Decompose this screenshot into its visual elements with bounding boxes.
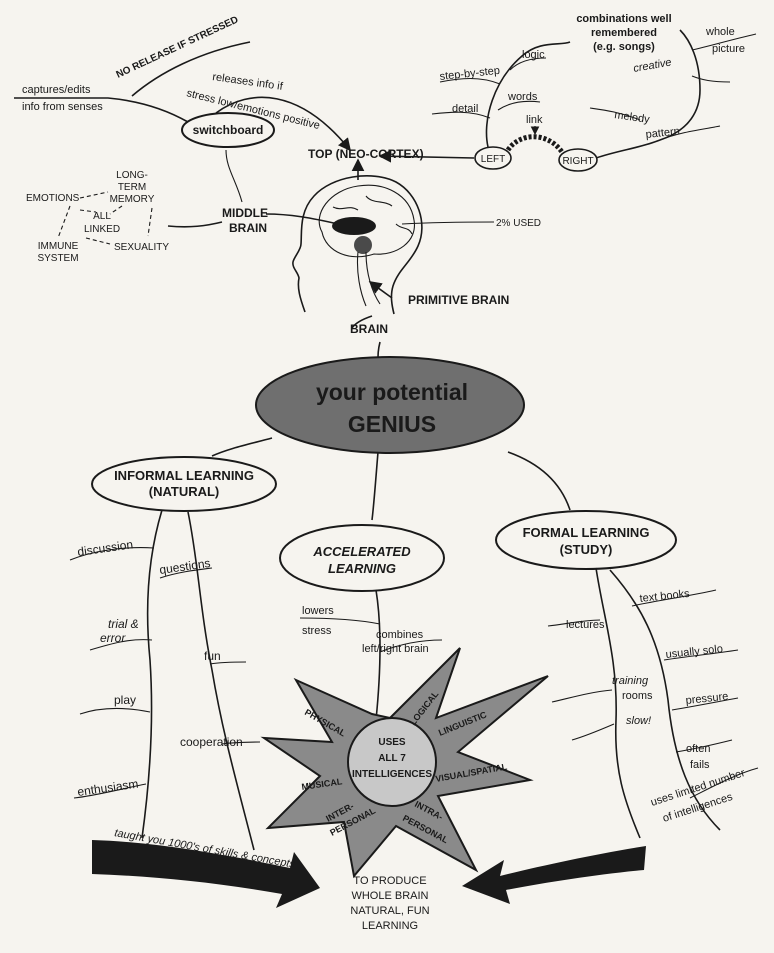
svg-text:remembered: remembered: [591, 27, 657, 39]
captures-label: captures/edits: [22, 84, 91, 96]
long-term-memory-label: LONG-: [116, 170, 148, 181]
center-subtitle: GENIUS: [348, 411, 436, 437]
svg-text:LEARNING: LEARNING: [328, 561, 396, 576]
emotions-label: EMOTIONS: [26, 193, 80, 204]
informal-learning-bubble: [91, 456, 277, 512]
informal-item: play: [114, 693, 136, 707]
result-label: TO PRODUCE WHOLE BRAIN NATURAL, FUN LEAR…: [350, 875, 429, 932]
combinations-label: combinations well: [576, 13, 671, 25]
accelerated-learning-branch: ACCELERATED LEARNING lowers stress combi…: [279, 451, 445, 721]
svg-text:SYSTEM: SYSTEM: [37, 253, 78, 264]
left-hemisphere-bubble: [474, 146, 512, 170]
formal-learning-title: FORMAL LEARNING: [523, 525, 650, 540]
melody-label: melody: [614, 109, 651, 126]
informal-learning-title: INFORMAL LEARNING: [114, 468, 254, 483]
svg-text:error: error: [100, 631, 126, 645]
svg-text:LINKED: LINKED: [84, 224, 120, 235]
svg-text:stress: stress: [302, 625, 332, 637]
svg-text:(STUDY): (STUDY): [560, 542, 613, 557]
step-by-step-label: step-by-step: [439, 65, 500, 83]
informal-item: enthusiasm: [76, 777, 139, 799]
primitive-brain-label: PRIMITIVE BRAIN: [408, 293, 509, 307]
svg-text:BRAIN: BRAIN: [229, 221, 267, 235]
center-title: your potential: [316, 379, 468, 405]
formal-item: training: [612, 675, 649, 687]
svg-text:TERM: TERM: [118, 182, 146, 193]
right-hemisphere-bubble: [558, 148, 598, 172]
informal-learning-branch: INFORMAL LEARNING (NATURAL) discussion q…: [69, 437, 320, 908]
neocortex-label: TOP (NEO-CORTEX): [308, 147, 424, 161]
intelligences-star: USES ALL 7 INTELLIGENCES LOGICAL LINGUIS…: [260, 647, 549, 879]
immune-system-label: IMMUNE: [38, 241, 79, 252]
svg-text:left/right brain: left/right brain: [362, 643, 429, 655]
svg-text:rooms: rooms: [622, 690, 653, 702]
no-release-label: NO RELEASE IF STRESSED: [115, 14, 241, 80]
whole-label: whole: [705, 26, 735, 38]
svg-text:NATURAL, FUN: NATURAL, FUN: [350, 905, 429, 917]
svg-text:USES: USES: [378, 737, 406, 748]
formal-item: often: [686, 743, 710, 755]
informal-item: cooperation: [180, 735, 243, 749]
svg-text:MEMORY: MEMORY: [110, 194, 155, 205]
cortex-branch: LEFT RIGHT link logic step-by-step words…: [378, 13, 757, 172]
logic-label: logic: [522, 49, 545, 61]
informal-item: questions: [158, 556, 211, 577]
formal-item: slow!: [626, 715, 651, 727]
accelerated-item: lowers: [302, 605, 334, 617]
informal-item: trial &: [108, 617, 139, 631]
accelerated-learning-bubble: [279, 524, 445, 592]
svg-text:WHOLE BRAIN: WHOLE BRAIN: [351, 890, 428, 902]
svg-text:INTELLIGENCES: INTELLIGENCES: [352, 769, 432, 780]
link-label: link: [526, 114, 543, 126]
svg-text:info from senses: info from senses: [22, 101, 103, 113]
svg-text:TO PRODUCE: TO PRODUCE: [353, 875, 426, 887]
middle-brain-label: MIDDLE: [222, 206, 268, 220]
svg-text:(e.g. songs): (e.g. songs): [593, 41, 655, 53]
all-linked-label: ALL: [93, 211, 111, 222]
picture-label: picture: [712, 43, 745, 55]
brain-branch: TOP (NEO-CORTEX) BRAIN MIDDLE BRAIN swit…: [14, 14, 541, 336]
informal-item: discussion: [76, 537, 133, 559]
formal-learning-branch: FORMAL LEARNING (STUDY) text books lectu…: [462, 451, 759, 904]
svg-text:fails: fails: [690, 759, 710, 771]
center-genius-bubble: [255, 356, 525, 454]
switchboard-label: switchboard: [193, 123, 264, 137]
switchboard-bubble: [181, 112, 275, 148]
releases-label: releases info if: [212, 71, 285, 93]
formal-item: text books: [639, 588, 691, 605]
brain-branch-label: BRAIN: [350, 322, 388, 336]
formal-learning-bubble: [495, 510, 677, 570]
svg-text:ALL 7: ALL 7: [378, 753, 406, 764]
pattern-label: pattern: [645, 125, 680, 141]
star-center: [347, 717, 437, 807]
formal-item: usually solo: [665, 643, 723, 661]
sexuality-label: SEXUALITY: [114, 242, 169, 253]
svg-text:RIGHT: RIGHT: [562, 156, 593, 167]
creative-label: creative: [632, 56, 672, 75]
words-label: words: [507, 91, 538, 103]
informal-item: fun: [204, 649, 221, 663]
svg-text:(NATURAL): (NATURAL): [149, 484, 220, 499]
usage-percent-label: 2% USED: [496, 218, 541, 229]
head-profile-icon: [292, 175, 423, 315]
svg-text:LEARNING: LEARNING: [362, 920, 418, 932]
accelerated-item: combines: [376, 629, 424, 641]
informal-arrow: [92, 840, 320, 908]
formal-item: lectures: [566, 619, 605, 631]
svg-text:LEFT: LEFT: [481, 154, 505, 165]
detail-label: detail: [452, 103, 478, 115]
formal-item: pressure: [685, 691, 729, 707]
formal-arrow: [462, 846, 646, 904]
accelerated-learning-title: ACCELERATED: [312, 544, 411, 559]
